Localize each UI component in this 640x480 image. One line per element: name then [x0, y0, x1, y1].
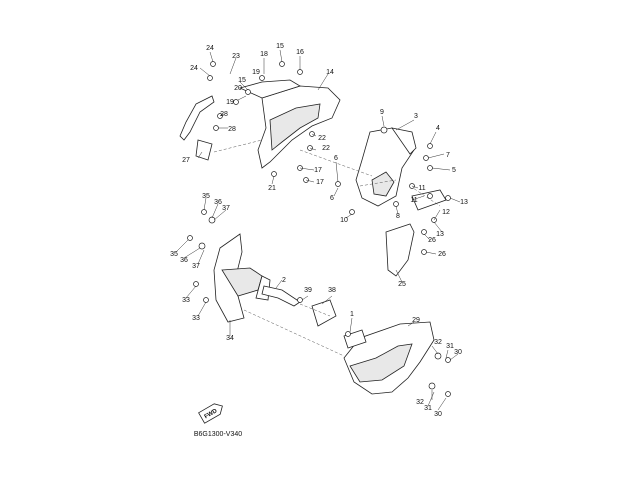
callout-30b: 30	[434, 411, 442, 418]
callout-27: 27	[182, 157, 190, 164]
callout-6: 6	[334, 155, 338, 162]
callout-14: 14	[326, 69, 334, 76]
assembly-guide-lines	[213, 139, 441, 357]
lower-side-plate	[385, 189, 447, 277]
callout-37: 37	[222, 205, 230, 212]
callout-29: 29	[412, 317, 420, 324]
callout-15: 15	[276, 43, 284, 50]
callout-22: 22	[318, 135, 326, 142]
callout-37b: 37	[192, 263, 200, 270]
callout-17: 17	[314, 167, 322, 174]
center-bracket-assembly	[355, 127, 417, 207]
callout-36b: 36	[180, 257, 188, 264]
callout-24b: 24	[190, 65, 198, 72]
callout-7: 7	[446, 152, 450, 159]
callout-19: 19	[252, 69, 260, 76]
side-cowling-left	[213, 233, 271, 323]
callout-20: 20	[234, 85, 242, 92]
callout-11: 11	[418, 185, 425, 192]
callout-30: 30	[454, 349, 462, 356]
callout-16: 16	[296, 49, 304, 56]
callout-5: 5	[452, 167, 456, 174]
callout-13: 13	[460, 199, 468, 206]
callout-labels: 1 2 3 4 5 6 6 7 8 9 10 11 11 12 13 13 14…	[170, 43, 468, 418]
callout-28: 28	[220, 111, 228, 118]
callout-2: 2	[282, 277, 286, 284]
callout-8: 8	[396, 213, 400, 220]
callout-12: 12	[442, 209, 450, 216]
callout-36: 36	[214, 199, 222, 206]
callout-6b: 6	[330, 195, 334, 202]
callout-23: 23	[232, 53, 240, 60]
callout-34: 34	[226, 335, 234, 342]
callout-13b: 13	[436, 231, 444, 238]
callout-18: 18	[260, 51, 268, 58]
callout-10: 10	[340, 217, 348, 224]
mounting-stay-2	[261, 285, 301, 307]
callout-17b: 17	[316, 179, 324, 186]
callout-33: 33	[182, 297, 190, 304]
stay-bracket-upper	[179, 95, 215, 161]
callout-24: 24	[206, 45, 214, 52]
fasteners	[187, 61, 451, 397]
callout-38: 38	[328, 287, 336, 294]
callout-26: 26	[428, 237, 436, 244]
callout-15b: 15	[238, 77, 246, 84]
callout-35: 35	[202, 193, 210, 200]
callout-19b: 19	[226, 99, 234, 106]
cowling-upper-panel	[238, 79, 341, 169]
callout-4: 4	[436, 125, 440, 132]
callout-22b: 22	[322, 145, 330, 152]
callout-32: 32	[434, 339, 442, 346]
callout-31b: 31	[424, 405, 432, 412]
callout-11b: 11	[410, 197, 417, 204]
under-cowling-right	[343, 321, 435, 395]
callout-25: 25	[398, 281, 406, 288]
callout-1: 1	[350, 311, 354, 318]
callout-39: 39	[304, 287, 312, 294]
callout-33b: 33	[192, 315, 200, 322]
callout-35b: 35	[170, 251, 178, 258]
callout-21: 21	[268, 185, 276, 192]
callout-9: 9	[380, 109, 384, 116]
callout-31: 31	[446, 343, 454, 350]
diagram-code: B6G1300-V340	[194, 431, 242, 438]
callout-26b: 26	[438, 251, 446, 258]
callout-28b: 28	[228, 126, 236, 133]
leader-lines	[175, 49, 461, 411]
panel-38	[311, 299, 337, 327]
fwd-arrow-icon: FWD	[198, 403, 223, 424]
callout-3: 3	[414, 113, 418, 120]
callout-32b: 32	[416, 399, 424, 406]
